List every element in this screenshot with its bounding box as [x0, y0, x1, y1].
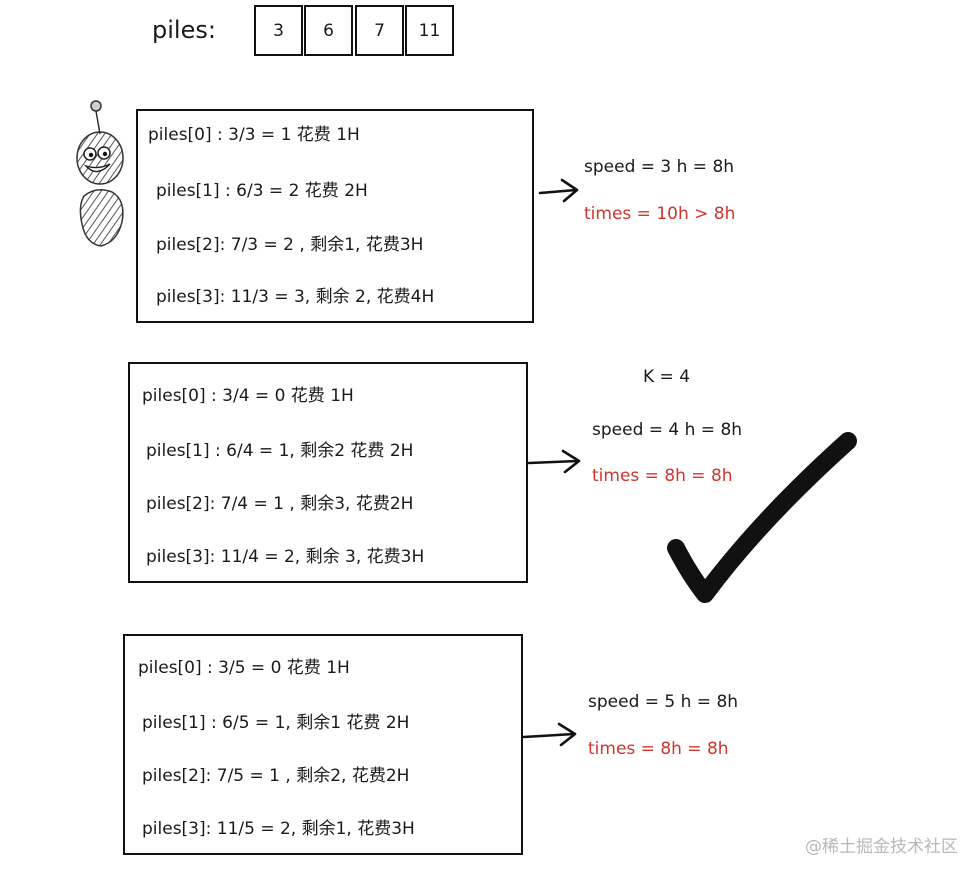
calc-line: piles[0] : 3/4 = 0 花费 1H — [142, 386, 354, 406]
times-label: times = 8h = 8h — [588, 739, 729, 759]
calc-line: piles[3]: 11/4 = 2, 剩余 3, 花费3H — [146, 547, 425, 567]
calc-line: piles[3]: 11/5 = 2, 剩余1, 花费3H — [142, 819, 415, 839]
speed-label: speed = 3 h = 8h — [584, 157, 735, 177]
times-label: times = 10h > 8h — [584, 204, 736, 224]
calc-line: piles[2]: 7/3 = 2 , 剩余1, 花费3H — [156, 235, 424, 255]
piles-cell-0: 3 — [254, 5, 303, 56]
piles-cell-3: 11 — [405, 5, 454, 56]
times-label: times = 8h = 8h — [592, 466, 733, 486]
calc-line: piles[1] : 6/3 = 2 花费 2H — [156, 181, 368, 201]
calc-box-speed-4 — [128, 362, 528, 583]
arrow-right-icon — [527, 449, 581, 474]
piles-cell-2: 7 — [355, 5, 404, 56]
calc-line: piles[0] : 3/3 = 1 花费 1H — [148, 125, 360, 145]
calc-line: piles[2]: 7/4 = 1 , 剩余3, 花费2H — [146, 494, 414, 514]
calc-line: piles[3]: 11/3 = 3, 剩余 2, 花费4H — [156, 287, 435, 307]
checkmark-icon — [667, 432, 857, 603]
watermark: @稀土掘金技术社区 — [805, 837, 958, 857]
piles-array-label: piles: — [152, 16, 216, 44]
calc-line: piles[1] : 6/4 = 1, 剩余2 花费 2H — [146, 441, 414, 461]
arrow-right-icon — [538, 178, 579, 203]
calc-line: piles[2]: 7/5 = 1 , 剩余2, 花费2H — [142, 766, 410, 786]
arrow-right-icon — [522, 722, 577, 747]
calc-line: piles[0] : 3/5 = 0 花费 1H — [138, 658, 350, 678]
speed-label: speed = 4 h = 8h — [592, 420, 743, 440]
k-label: K = 4 — [643, 367, 691, 387]
calc-box-speed-5 — [123, 634, 523, 855]
speed-label: speed = 5 h = 8h — [588, 692, 739, 712]
calc-box-speed-3 — [136, 109, 534, 323]
piles-cell-1: 6 — [304, 5, 353, 56]
calc-line: piles[1] : 6/5 = 1, 剩余1 花费 2H — [142, 713, 410, 733]
